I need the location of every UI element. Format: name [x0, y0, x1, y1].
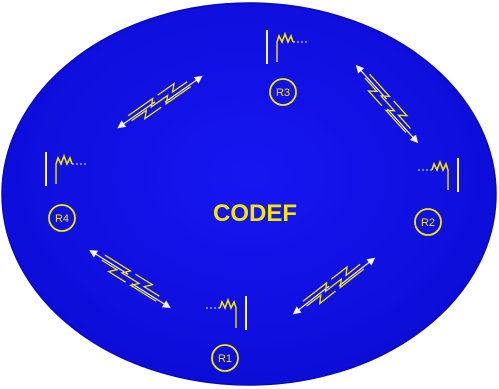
node-r4-label: R4 [55, 213, 69, 225]
node-r2: R2 [414, 157, 459, 236]
node-r2-label: R2 [421, 217, 435, 229]
node-r1-label: R1 [218, 353, 232, 365]
node-r4-circle [48, 204, 76, 232]
node-r1-circle [211, 344, 239, 372]
node-r2-circle [414, 208, 442, 236]
node-r3: R3 [266, 29, 310, 106]
center-title: CODEF [213, 200, 297, 227]
node-r1: R1 [203, 295, 247, 372]
node-r3-label: R3 [276, 87, 290, 99]
node-r4: R4 [45, 151, 89, 232]
node-r3-circle [269, 78, 297, 106]
